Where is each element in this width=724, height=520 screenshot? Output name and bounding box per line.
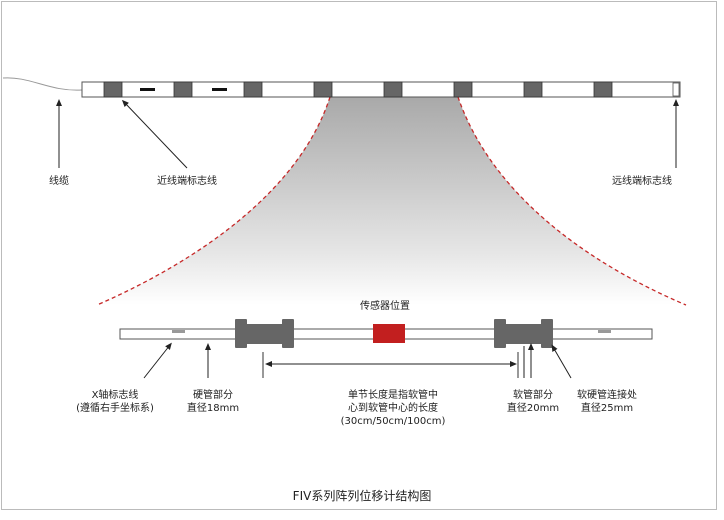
rigid-pipe-label: 硬管部分 <box>193 388 233 401</box>
segment-length-label-1: 单节长度是指软管中 <box>348 388 438 401</box>
top-rod <box>81 81 681 98</box>
cable-label: 线缆 <box>49 174 69 187</box>
rigid-pipe-diameter: 直径18mm <box>187 401 239 414</box>
far-end-mark-label: 远线端标志线 <box>612 174 672 187</box>
x-axis-mark-note: (遵循右手坐标系) <box>76 401 154 414</box>
sensor <box>373 324 405 343</box>
zoom-curve-left <box>96 96 331 306</box>
joint-arrow <box>551 344 572 379</box>
near-end-arrow <box>121 99 188 169</box>
joint-label: 软硬管连接处 <box>577 388 637 401</box>
soft-pipe-label: 软管部分 <box>513 388 553 401</box>
sensor-position-label: 传感器位置 <box>360 299 410 312</box>
outer-border <box>1 1 717 510</box>
bottom-rod <box>119 319 653 348</box>
segment-length-label-2: 心到软管中心的长度 <box>348 401 438 414</box>
figure-caption: FIV系列阵列位移计结构图 <box>293 488 432 503</box>
zoom-curve-right <box>457 96 687 306</box>
segment-length-options: (30cm/50cm/100cm) <box>341 416 446 427</box>
x-axis-mark-label: X轴标志线 <box>92 388 139 401</box>
soft-pipe-diameter: 直径20mm <box>507 401 559 414</box>
zoom-region <box>97 97 686 305</box>
near-end-mark-label: 近线端标志线 <box>157 174 217 187</box>
joint-diameter: 直径25mm <box>581 401 633 414</box>
x-axis-mark-arrow <box>143 342 172 379</box>
cable <box>2 77 83 91</box>
